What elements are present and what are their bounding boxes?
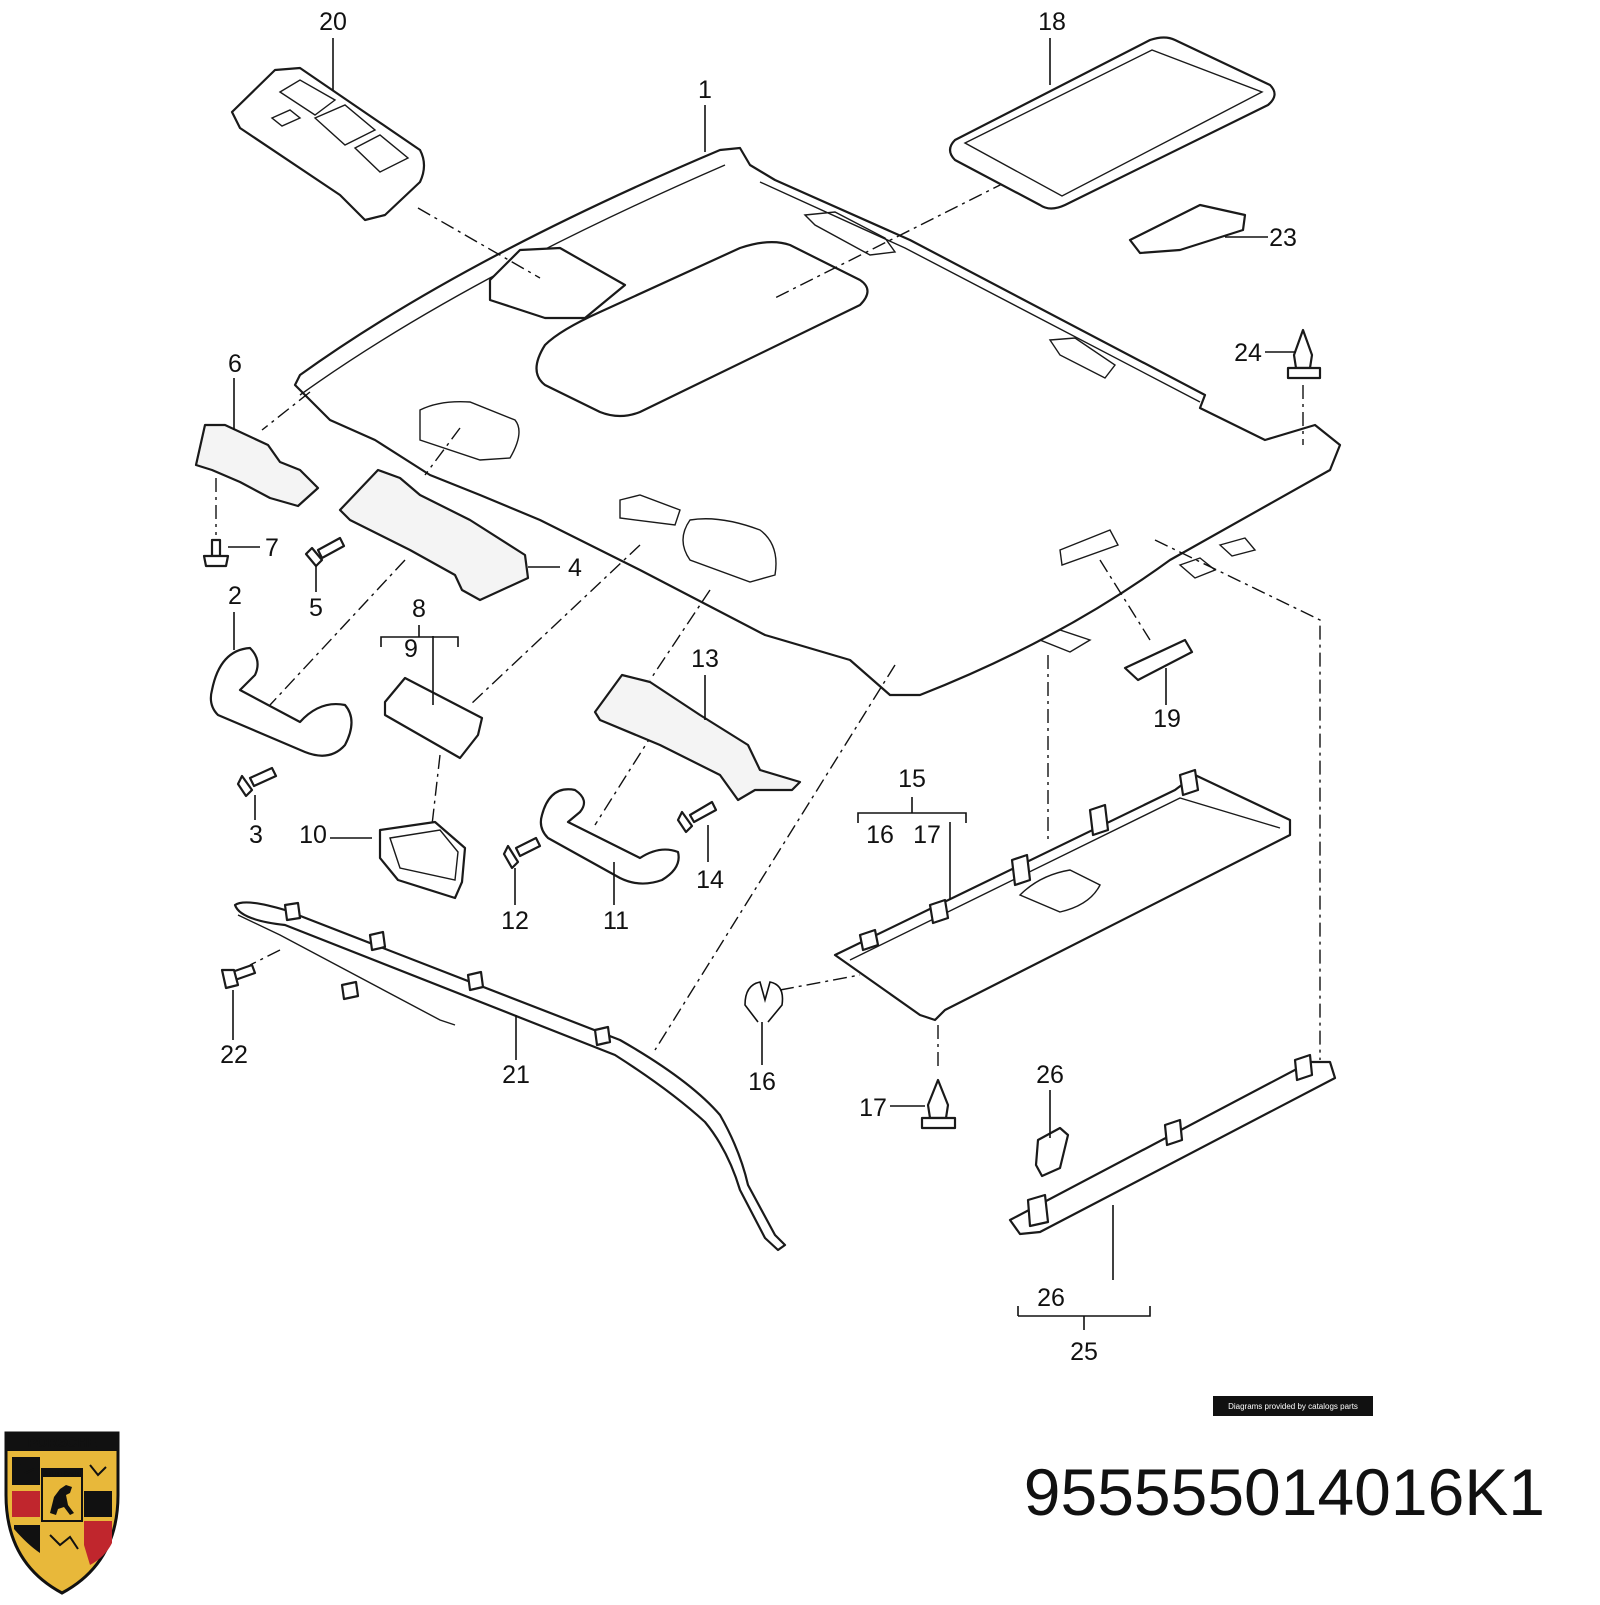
label-21: 21 (502, 1061, 530, 1089)
label-6: 6 (228, 350, 242, 378)
label-8: 8 (412, 595, 426, 623)
label-25: 25 (1070, 1338, 1098, 1366)
label-24: 24 (1234, 339, 1262, 367)
screw-part-7 (202, 538, 230, 568)
cover-part-23 (1128, 203, 1247, 255)
clip-part-16 (744, 981, 784, 1023)
label-5: 5 (309, 594, 323, 622)
label-12: 12 (501, 907, 529, 935)
label-11: 11 (603, 907, 629, 935)
bracket-part-4 (338, 468, 530, 602)
part-number: 955555014016K1 (1024, 1455, 1545, 1529)
label-1: 1 (698, 76, 712, 104)
overhead-console-part-20 (230, 66, 426, 222)
clip-part-24 (1286, 328, 1322, 380)
label-brackets (380, 625, 1151, 1330)
screw-part-22 (220, 963, 257, 990)
label-15: 15 (898, 765, 926, 793)
leader-lines (228, 38, 1296, 1280)
label-3: 3 (249, 821, 263, 849)
label-22: 22 (220, 1041, 248, 1069)
grab-handle-part-11 (539, 788, 680, 885)
label-10: 10 (299, 821, 327, 849)
screw-part-3 (236, 766, 278, 798)
crest-city-text: STUTTGART (44, 1472, 80, 1478)
rear-trim-part-15 (833, 768, 1292, 1022)
crest-brand-text: PORSCHE (27, 1434, 96, 1450)
label-4: 4 (568, 554, 582, 582)
bracket-part-6 (194, 423, 320, 508)
label-19: 19 (1153, 705, 1181, 733)
label-26-clip: 26 (1036, 1061, 1064, 1089)
label-14: 14 (696, 866, 724, 894)
label-7: 7 (265, 534, 279, 562)
label-13: 13 (691, 645, 719, 673)
screw-part-12 (502, 836, 542, 870)
credit-badge: Diagrams provided by catalogs parts (1213, 1396, 1373, 1416)
label-23: 23 (1269, 224, 1297, 252)
label-26-bracket: 26 (1037, 1284, 1065, 1312)
label-17: 17 (859, 1094, 887, 1122)
clip-part-17 (920, 1078, 957, 1130)
airbag-part-21 (233, 901, 787, 1252)
label-16-bracket: 16 (866, 821, 894, 849)
label-18: 18 (1038, 8, 1066, 36)
bracket-part-13 (593, 673, 802, 802)
clip-part-26 (1034, 1126, 1070, 1178)
headliner-part-1 (293, 146, 1342, 697)
screw-part-5 (304, 536, 346, 568)
light-part-8 (383, 676, 484, 760)
sunroof-seal-part-18 (948, 36, 1276, 210)
label-2: 2 (228, 582, 242, 610)
label-9: 9 (404, 635, 418, 663)
label-17-bracket: 17 (913, 821, 941, 849)
trim-strip-part-25 (1008, 1053, 1337, 1236)
part-labels: 1 20 18 23 24 6 7 5 4 2 8 9 3 10 13 14 1… (220, 8, 1297, 1366)
grille-part-10 (378, 820, 467, 900)
reference-lines (215, 169, 1321, 1070)
credit-text: Diagrams provided by catalogs parts (1228, 1402, 1358, 1411)
grab-handle-part-2 (209, 646, 353, 757)
clip-part-19 (1123, 638, 1194, 682)
label-16: 16 (748, 1068, 776, 1096)
porsche-crest-icon: PORSCHE STUTTGART (4, 1431, 120, 1595)
label-20: 20 (319, 8, 347, 36)
screw-part-14 (676, 800, 718, 834)
